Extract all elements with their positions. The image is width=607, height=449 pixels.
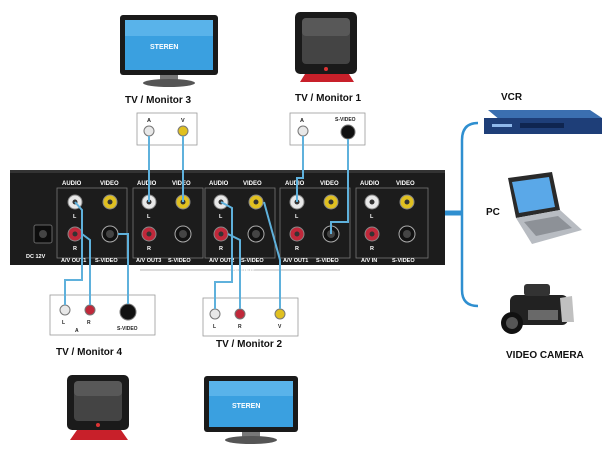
out3-label: A/V OUT3	[136, 258, 161, 264]
cable-tv2-l	[214, 201, 233, 309]
in-r-label: R	[370, 246, 374, 252]
tv-monitor-1-device	[295, 12, 357, 82]
tv3-plate-audio-jack	[143, 125, 155, 137]
out1-r-label: R	[73, 246, 77, 252]
tv-monitor-2-plate: L R V	[202, 297, 299, 337]
tv2-plate-l-jack	[209, 308, 221, 320]
dc-12v-label: DC 12V	[26, 254, 46, 260]
output-2-group: AUDIO VIDEO L R A/V OUT2 S-VIDEO	[204, 181, 276, 264]
tv1-plate-svideo-jack	[340, 124, 356, 140]
tv4-plate-svideo-label: S-VIDEO	[117, 326, 138, 332]
out2-svideo-label: S-VIDEO	[241, 258, 264, 264]
tv4-plate-l-jack	[59, 304, 71, 316]
input-group: AUDIO VIDEO L R A/V IN S-VIDEO INPUT	[355, 181, 429, 275]
tv4-plate-r-label: R	[87, 320, 91, 326]
tv2-plate-v-jack	[274, 308, 286, 320]
tv1-plate-audio-jack	[297, 125, 309, 137]
sources-bracket	[460, 121, 479, 308]
tv2-plate-r-label: R	[238, 324, 242, 330]
tv3-plate-a-label: A	[147, 118, 151, 124]
out1-l-label: L	[73, 214, 77, 220]
cable-tv1-svideo	[330, 139, 349, 234]
out4-audio-label: AUDIO	[285, 181, 305, 187]
out4-r-label: R	[295, 246, 299, 252]
tv4-plate-r-jack	[84, 304, 96, 316]
tv-monitor-2-label: TV / Monitor 2	[216, 339, 283, 350]
cable-tv4-l	[64, 201, 83, 305]
in-audio-label: AUDIO	[360, 181, 380, 187]
out2-r-label: R	[219, 246, 223, 252]
cable-tv4-svideo	[118, 233, 129, 304]
out1-svideo-label: S-VIDEO	[95, 258, 118, 264]
out3-video-label: VIDEO	[172, 181, 191, 187]
cables	[64, 136, 349, 309]
pc-device	[508, 172, 582, 244]
out4-video-label: VIDEO	[320, 181, 339, 187]
out1-label: A/V OUT1	[61, 258, 86, 264]
tv-monitor-3-device: STEREN	[120, 15, 218, 87]
out3-audio-label: AUDIO	[137, 181, 157, 187]
tv-monitor-4-device	[67, 375, 129, 440]
vcr-label: VCR	[501, 92, 523, 103]
input-caption: INPUT	[382, 269, 399, 275]
video-camera-label: VIDEO CAMERA	[506, 350, 584, 361]
tv-monitor-1-plate: A S-VIDEO	[289, 112, 366, 146]
tv4-plate-svideo-jack	[119, 303, 137, 321]
tv1-plate-svideo-label: S-VIDEO	[335, 117, 356, 123]
cable-tv2-r	[227, 233, 241, 309]
tv4-plate-a-label: A	[75, 328, 79, 334]
out4-l-label: L	[295, 214, 299, 220]
output-3-group: AUDIO VIDEO L R A/V OUT3 S-VIDEO	[132, 181, 204, 264]
out4-label: A/V OUT1	[283, 258, 308, 264]
in-video-label: VIDEO	[396, 181, 415, 187]
out3-l-label: L	[147, 214, 151, 220]
output-caption: OUTPUT	[232, 269, 255, 275]
tv2-plate-l-label: L	[213, 324, 216, 330]
in-label: A/V IN	[361, 258, 377, 264]
tv2-plate-v-label: V	[278, 324, 282, 330]
tv-monitor-3-plate: A V	[136, 112, 198, 146]
out4-svideo-label: S-VIDEO	[316, 258, 339, 264]
out2-l-label: L	[219, 214, 223, 220]
cable-tv1-audio	[296, 136, 304, 202]
tv-monitor-1-label: TV / Monitor 1	[295, 93, 362, 104]
tv4-plate-l-label: L	[62, 320, 65, 326]
out2-label: A/V OUT2	[209, 258, 234, 264]
tv1-plate-a-label: A	[300, 118, 304, 124]
tv-monitor-2-device: STEREN	[204, 376, 298, 444]
out2-video-label: VIDEO	[243, 181, 262, 187]
tv2-plate-r-jack	[234, 308, 246, 320]
tv-monitor-3-label: TV / Monitor 3	[125, 95, 192, 106]
tv3-plate-v-label: V	[181, 118, 185, 124]
cable-tv2-video	[263, 201, 281, 309]
out1-audio-label: AUDIO	[62, 181, 82, 187]
in-l-label: L	[370, 214, 374, 220]
out3-r-label: R	[147, 246, 151, 252]
tv-monitor-3-brand: STEREN	[150, 44, 178, 51]
in-svideo-label: S-VIDEO	[392, 258, 415, 264]
out2-audio-label: AUDIO	[209, 181, 229, 187]
tv-monitor-2-brand: STEREN	[232, 403, 260, 410]
tv-monitor-4-label: TV / Monitor 4	[56, 347, 123, 358]
out3-svideo-label: S-VIDEO	[168, 258, 191, 264]
output-1-group: AUDIO VIDEO L R A/V OUT1 S-VIDEO	[56, 181, 128, 264]
tv3-plate-video-jack	[177, 125, 189, 137]
video-camera-device	[501, 284, 574, 334]
vcr-device	[484, 110, 602, 134]
cable-tv4-r	[81, 233, 91, 305]
pc-label: PC	[486, 207, 500, 218]
out1-video-label: VIDEO	[100, 181, 119, 187]
